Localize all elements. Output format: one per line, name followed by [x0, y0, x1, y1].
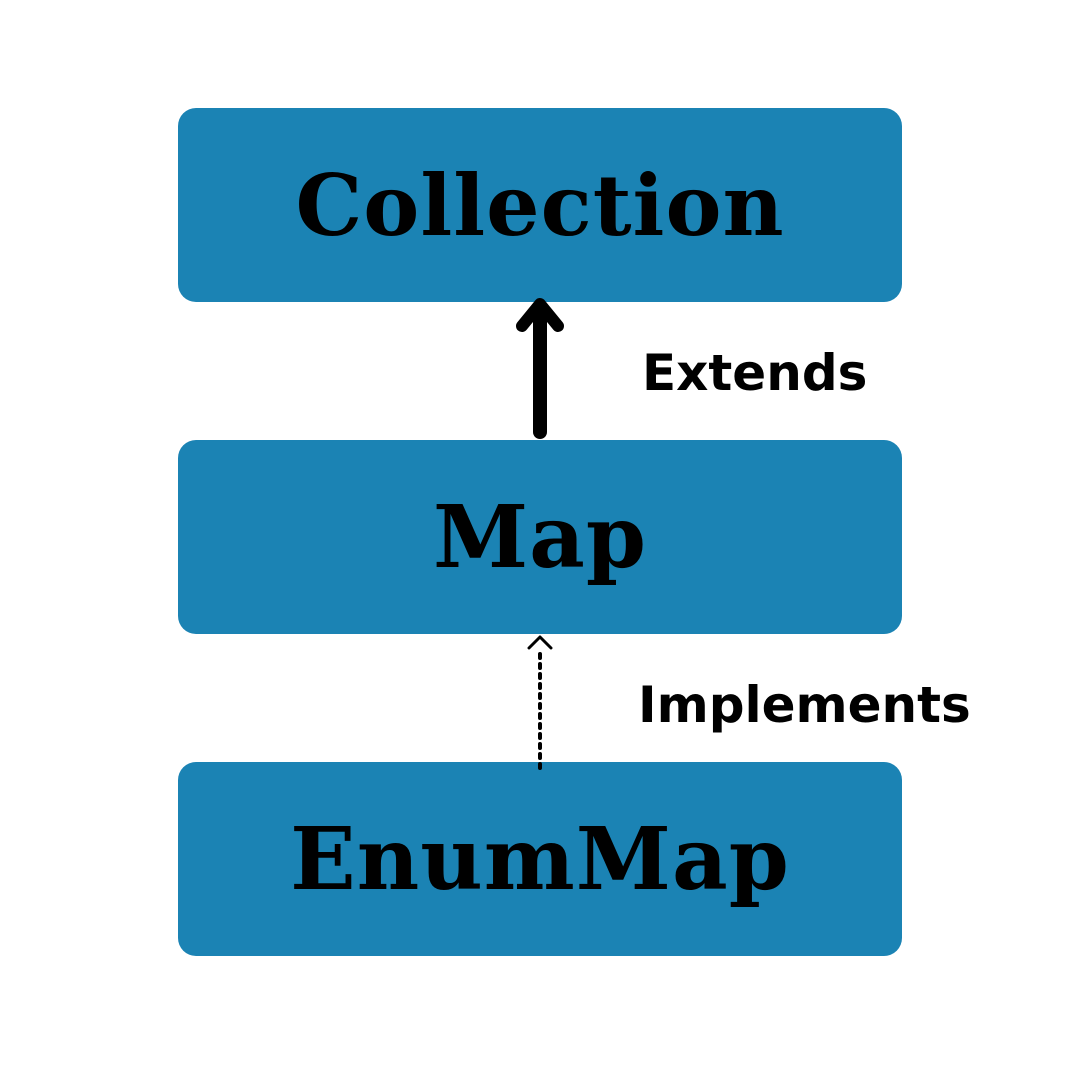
- extends-arrow: [516, 298, 564, 439]
- extends-label: Extends: [642, 344, 868, 402]
- map-node: Map: [178, 440, 902, 634]
- map-node-label: Map: [432, 486, 648, 588]
- collection-node: Collection: [178, 108, 902, 302]
- collection-node-label: Collection: [295, 155, 785, 255]
- implements-label: Implements: [638, 676, 971, 734]
- enummap-node: EnumMap: [178, 762, 902, 956]
- enummap-node-label: EnumMap: [290, 808, 790, 910]
- implements-arrow: [527, 635, 553, 770]
